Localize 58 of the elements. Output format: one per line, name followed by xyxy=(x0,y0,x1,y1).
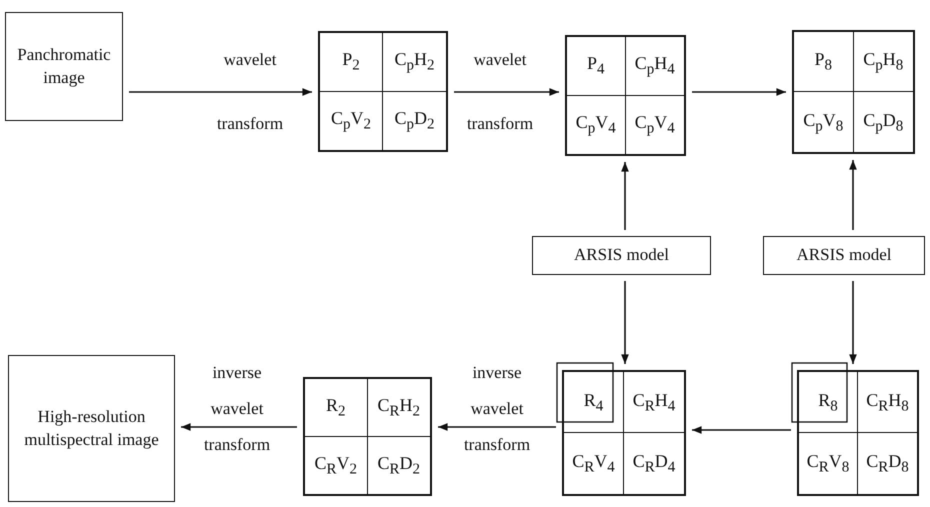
subband-label: C$_{R}$D$_{2}$ xyxy=(377,452,420,480)
subband-label: C$_{p}$D$_{8}$ xyxy=(863,108,904,136)
subband-label: C$_{R}$H$_{8}$ xyxy=(866,388,909,416)
box-label: ARSIS model xyxy=(796,244,892,266)
arrow xyxy=(621,281,629,364)
subband-grid xyxy=(303,377,432,496)
subband-label: C$_{p}$V$_{2}$ xyxy=(330,107,371,135)
box-label: High-resolution multispectral image xyxy=(23,406,160,451)
subband-label: P$_{8}$ xyxy=(814,48,832,76)
subband-cell xyxy=(564,372,624,433)
subband-label: C$_{R}$V$_{2}$ xyxy=(314,452,358,480)
subband-grid xyxy=(797,370,919,496)
subband-label: C$_{R}$D$_{4}$ xyxy=(632,450,676,478)
arrow xyxy=(181,423,297,431)
subband-cell xyxy=(799,372,858,433)
arrow xyxy=(692,88,786,96)
subband-label: C$_{p}$H$_{8}$ xyxy=(863,48,904,76)
edge-label: inverse wavelet transform xyxy=(202,362,272,456)
subband-label: C$_{p}$V$_{8}$ xyxy=(803,108,844,136)
subband-label: C$_{R}$D$_{8}$ xyxy=(866,450,909,478)
edge-label: inverse wavelet transform xyxy=(462,362,532,456)
model-box xyxy=(763,236,925,275)
subband-label: C$_{R}$H$_{4}$ xyxy=(632,388,676,416)
subband-label: C$_{p}$V$_{4}$ xyxy=(634,111,675,139)
subband-cell xyxy=(305,379,368,436)
subband-label: C$_{R}$V$_{4}$ xyxy=(572,450,615,478)
subband-grid xyxy=(562,370,686,496)
arrow xyxy=(438,423,556,431)
subband-label: R$_{2}$ xyxy=(326,394,346,422)
subband-cell xyxy=(794,32,854,92)
subband-cell xyxy=(567,37,626,96)
arrow xyxy=(849,281,857,364)
arrow xyxy=(692,426,791,434)
image-box xyxy=(8,355,175,502)
subband-cell xyxy=(320,33,383,92)
subband-label: C$_{p}$H$_{2}$ xyxy=(394,48,434,76)
image-box xyxy=(5,12,123,121)
box-label: ARSIS model xyxy=(574,244,669,266)
subband-grid xyxy=(565,35,686,156)
subband-label: C$_{R}$H$_{2}$ xyxy=(377,394,420,422)
subband-label: C$_{R}$V$_{8}$ xyxy=(806,450,850,478)
arrow xyxy=(621,162,629,230)
subband-grid xyxy=(792,30,915,154)
subband-label: P$_{2}$ xyxy=(342,48,360,76)
arrow xyxy=(129,88,312,96)
edge-label: wavelet transform xyxy=(466,49,534,135)
subband-label: R$_{8}$ xyxy=(818,388,838,416)
model-box xyxy=(532,236,711,275)
subband-label: C$_{p}$V$_{4}$ xyxy=(576,111,616,139)
arrow xyxy=(454,88,559,96)
subband-label: P$_{4}$ xyxy=(586,52,604,80)
subband-label: C$_{p}$H$_{4}$ xyxy=(634,52,675,80)
subband-grid xyxy=(318,31,448,152)
arrow xyxy=(849,160,857,230)
edge-label: wavelet transform xyxy=(216,49,284,135)
subband-label: C$_{p}$D$_{2}$ xyxy=(394,107,434,135)
subband-label: R$_{4}$ xyxy=(584,388,604,416)
box-label: Panchromatic image xyxy=(16,44,112,89)
